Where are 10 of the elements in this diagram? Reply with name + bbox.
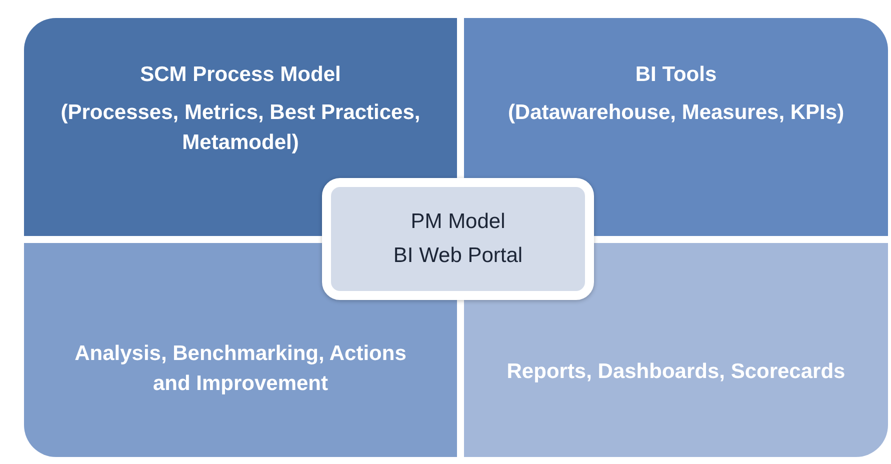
panel-text: (Datawarehouse, Measures, KPIs) <box>508 100 844 126</box>
center-label: BI Web Portal <box>393 243 523 269</box>
center-box <box>322 178 594 300</box>
panel-text: (Processes, Metrics, Best Practices, Metamodel) <box>60 100 422 156</box>
panel-heading: BI Tools <box>635 62 717 88</box>
center-label: PM Model <box>410 209 506 235</box>
quadrant-panel <box>464 243 888 457</box>
panel-text: Reports, Dashboards, Scorecards <box>506 359 846 385</box>
panel-text: Analysis, Benchmarking, Actions and Improvement <box>74 341 408 397</box>
panel-heading: SCM Process Model <box>140 62 341 88</box>
